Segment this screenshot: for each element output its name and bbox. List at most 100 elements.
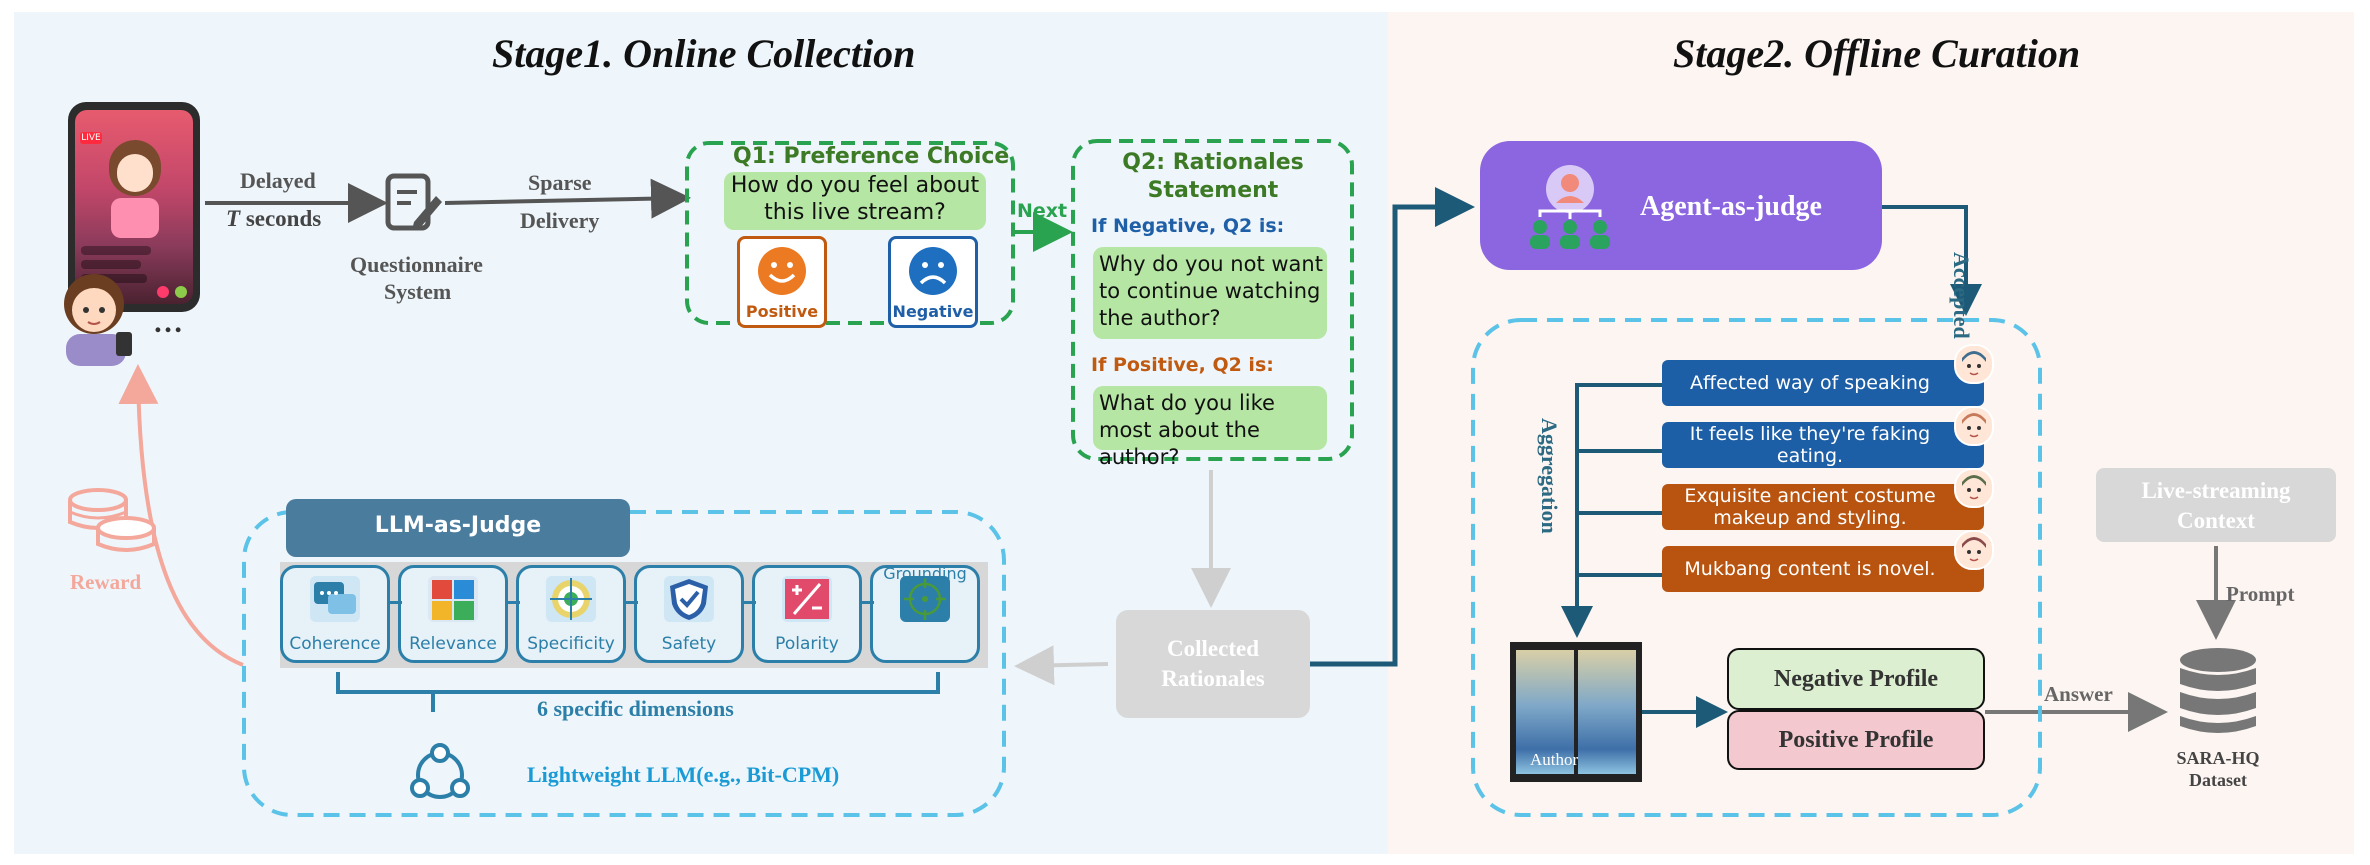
prompt-label: Prompt (2226, 582, 2295, 606)
q1-title: Q1: Preference Choice (733, 144, 1010, 169)
dimension-label: Coherence (289, 634, 381, 654)
positive-label: Positive (745, 302, 819, 321)
positive-question: What do you like most about the author? (1093, 386, 1327, 469)
plus-minus-icon (782, 576, 832, 622)
dimension-card-relevance[interactable]: Relevance (398, 565, 508, 663)
dimension-label: Relevance (409, 634, 497, 654)
context-box: Live-streaming Context (2096, 468, 2336, 542)
llm-judge-title: LLM-as-Judge (374, 513, 542, 538)
commenter-avatar-icon (1954, 530, 1994, 570)
smile-icon (758, 247, 806, 295)
speech-bubbles-icon (310, 576, 360, 622)
dimension-label: Grounding (883, 564, 967, 583)
dimensions-bracket (336, 672, 940, 694)
delivery-label: Delivery (520, 208, 600, 233)
viewer-avatar-icon (58, 270, 138, 366)
dimension-connector (744, 601, 756, 604)
negative-profile: Negative Profile (1727, 648, 1985, 710)
aggregation-label: Aggregation (1537, 418, 1562, 534)
q2-frame (1071, 139, 1354, 461)
dimension-card-polarity[interactable]: Polarity (752, 565, 862, 663)
stage2-title: Stage2. Offline Curation (1673, 31, 2081, 76)
context-label-1: Live-streaming (2141, 478, 2291, 503)
t-seconds-text: seconds (245, 206, 322, 231)
curation-frame (1471, 318, 2042, 817)
next-label: Next (1017, 200, 1068, 222)
comment-text: Affected way of speaking (1690, 372, 1930, 394)
if-positive-label: If Positive, Q2 is: (1091, 354, 1274, 376)
dimension-label: Polarity (775, 634, 839, 654)
stage1-title: Stage1. Online Collection (492, 31, 916, 76)
positive-profile: Positive Profile (1727, 710, 1985, 770)
lightweight-llm-icon (404, 742, 476, 808)
dimension-card-grounding[interactable]: Grounding (870, 564, 980, 663)
answer-label: Answer (2044, 682, 2113, 706)
negative-label: Negative (892, 302, 974, 321)
collected-label-1: Collected (1167, 636, 1259, 661)
dataset-label-2: Dataset (2189, 770, 2247, 790)
crosshair-icon (900, 576, 950, 622)
negative-question: Why do you not want to continue watching… (1093, 247, 1327, 339)
phone-icon: LIVE (68, 102, 200, 312)
llm-judge-header: LLM-as-Judge (286, 499, 630, 557)
collected-to-judge-arrow (1014, 645, 1109, 686)
reward-label: Reward (70, 570, 142, 594)
collected-rationales-box: Collected Rationales (1116, 610, 1310, 718)
sad-face-icon (909, 247, 957, 295)
if-negative-label: If Negative, Q2 is: (1091, 215, 1285, 237)
collected-label-2: Rationales (1161, 666, 1265, 691)
questionnaire-icon (384, 172, 444, 236)
negative-option[interactable]: Negative (888, 236, 978, 328)
comment-list: Affected way of speaking It feels like th… (1662, 344, 2002, 600)
commenter-avatar-icon (1954, 344, 1994, 384)
comment-text: It feels like they're faking eating. (1689, 423, 1931, 467)
dimension-card-specificity[interactable]: Specificity (516, 565, 626, 663)
t-seconds-label: T function slice() { [native code] }seco… (226, 206, 322, 231)
agent-network-icon (1530, 165, 1610, 249)
comment-text: Exquisite ancient costume makeup and sty… (1684, 485, 1936, 529)
agent-judge-box: Agent-as-judge (1480, 141, 1882, 270)
commenter-avatar-icon (1954, 468, 1994, 508)
lightweight-llm-label: Lightweight LLM(e.g., Bit-CPM) (527, 762, 840, 787)
reward-arrow (118, 364, 244, 667)
agent-judge-label: Agent-as-judge (1640, 191, 1822, 222)
delayed-label: Delayed (240, 168, 316, 193)
database-icon (2176, 646, 2260, 740)
live-badge: LIVE (80, 132, 102, 144)
q2-title-1: Q2: Rationales (1122, 150, 1304, 175)
q2-title-2: Statement (1147, 178, 1279, 203)
comment-item: Exquisite ancient costume makeup and sty… (1662, 484, 1984, 530)
accepted-arrow (1882, 205, 1982, 316)
dimension-label: Safety (661, 634, 717, 654)
dimension-connector (626, 601, 638, 604)
author-label: Author (1530, 750, 1579, 769)
sparse-label: Sparse (528, 170, 592, 195)
dimension-card-safety[interactable]: Safety (634, 565, 744, 663)
questionnaire-label-1: Questionnaire (350, 252, 483, 277)
comment-text: Mukbang content is novel. (1684, 558, 1936, 580)
q1-question: How do you feel about this live stream? (724, 172, 986, 230)
dimension-card-coherence[interactable]: Coherence (280, 565, 390, 663)
dimension-connector (508, 601, 520, 604)
reward-coins-icon (64, 482, 158, 556)
sparse-delivery-arrow (444, 178, 691, 219)
dimension-label: Specificity (527, 634, 615, 654)
comment-item: It feels like they're faking eating. (1662, 422, 1984, 468)
comment-item: Affected way of speaking (1662, 360, 1984, 406)
accepted-label: Accepted (1949, 252, 1974, 339)
judge-frame (242, 510, 1006, 817)
more-users-ellipsis: … (153, 306, 183, 339)
collected-to-agent-arrow (1310, 187, 1475, 667)
author-thumbnail: Author (1510, 642, 1642, 782)
q1-frame (685, 141, 1015, 325)
dimension-connector (390, 601, 402, 604)
puzzle-icon (428, 576, 478, 622)
context-label-2: Context (2177, 508, 2255, 533)
dataset-label-1: SARA-HQ (2176, 748, 2260, 768)
commenter-avatar-icon (1954, 406, 1994, 446)
target-icon (546, 576, 596, 622)
positive-option[interactable]: Positive (737, 236, 827, 328)
dimension-cards: Coherence Relevance Specificity Safety Polar… (280, 564, 990, 665)
aggregation-arrow (1561, 383, 1662, 638)
